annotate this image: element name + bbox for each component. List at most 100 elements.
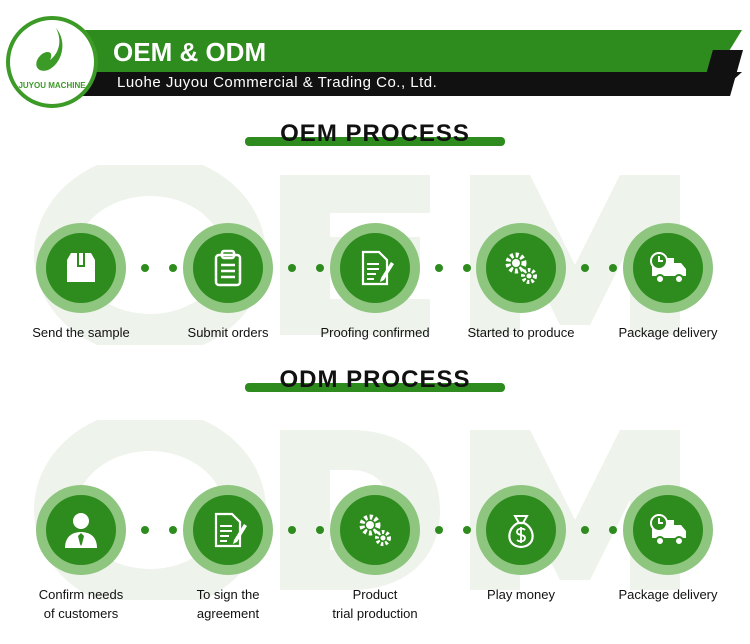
step-circle [633, 495, 703, 565]
dot [141, 264, 149, 272]
step-ring [623, 223, 713, 313]
connector-dots [435, 526, 471, 534]
dot [581, 526, 589, 534]
step-label-line1: Package delivery [618, 325, 718, 340]
dot [609, 526, 617, 534]
dot [435, 526, 443, 534]
box-icon [67, 253, 95, 282]
odm-step: Play money [446, 485, 596, 604]
connector-dots [141, 526, 177, 534]
leaf-icon [36, 28, 63, 71]
step-label-line1: Play money [487, 587, 555, 602]
step-ring [623, 485, 713, 575]
step-label: Confirm needs of customers [6, 585, 156, 623]
step-label: Play money [446, 585, 596, 604]
odm-step: Product trial production [300, 485, 450, 623]
dot [288, 264, 296, 272]
step-ring [36, 223, 126, 313]
dot [463, 526, 471, 534]
step-label-line1: To sign the [196, 587, 260, 602]
title-underline [245, 137, 505, 146]
dot [435, 264, 443, 272]
step-ring [330, 223, 420, 313]
step-label-line1: Package delivery [618, 587, 718, 602]
oem-step: Proofing confirmed [300, 223, 450, 342]
odm-title-text: ODM PROCESS [279, 366, 471, 393]
money-bag-icon [508, 515, 534, 549]
header-green-band [80, 30, 742, 73]
oem-section-title: OEM PROCESS [245, 120, 505, 147]
odm-section-title: ODM PROCESS [245, 366, 505, 393]
step-circle [486, 233, 556, 303]
connector-dots [435, 264, 471, 272]
page-title: OEM & ODM [113, 37, 267, 67]
step-label-line1: Submit orders [187, 325, 269, 340]
connector-dots [288, 526, 324, 534]
connector-dots [141, 264, 177, 272]
step-ring [476, 485, 566, 575]
step-circle [46, 495, 116, 565]
dot [141, 526, 149, 534]
step-circle [46, 233, 116, 303]
step-label: Submit orders [153, 323, 303, 342]
odm-step: To sign the agreement [153, 485, 303, 623]
step-label-line1: Product [352, 587, 398, 602]
step-ring [183, 485, 273, 575]
dot [169, 526, 177, 534]
step-circle [193, 233, 263, 303]
step-label-line1: Send the sample [32, 325, 130, 340]
company-name: Luohe Juyou Commercial & Trading Co., Lt… [117, 74, 438, 91]
step-label-line1: Proofing confirmed [320, 325, 430, 340]
step-label-line2: trial production [332, 606, 418, 621]
dot [609, 264, 617, 272]
step-ring [330, 485, 420, 575]
step-label: Send the sample [6, 323, 156, 342]
step-label: Proofing confirmed [300, 323, 450, 342]
step-ring [36, 485, 126, 575]
step-ring [476, 223, 566, 313]
gears-icon [505, 252, 537, 284]
odm-step: Confirm needs of customers [6, 485, 156, 623]
oem-step: Started to produce [446, 223, 596, 342]
dot [169, 264, 177, 272]
logo-text: JUYOU MACHINE [18, 81, 86, 90]
step-label: To sign the agreement [153, 585, 303, 623]
clipboard-icon [214, 249, 242, 287]
oem-title-text: OEM PROCESS [280, 120, 470, 147]
gears-icon [359, 514, 391, 546]
oem-step: Package delivery [593, 223, 743, 342]
dot [316, 264, 324, 272]
dot [581, 264, 589, 272]
step-label: Package delivery [593, 323, 743, 342]
step-circle [486, 495, 556, 565]
step-label-line1: Started to produce [467, 325, 575, 340]
step-circle [633, 233, 703, 303]
step-circle [340, 495, 410, 565]
delivery-truck-icon [650, 252, 686, 284]
customer-icon [65, 513, 97, 548]
odm-step: Package delivery [593, 485, 743, 604]
document-edit-icon [361, 250, 394, 286]
connector-dots [288, 264, 324, 272]
logo: JUYOU MACHINE [6, 16, 98, 108]
oem-step: Submit orders [153, 223, 303, 342]
document-edit-icon [214, 512, 247, 548]
step-label-line1: Confirm needs [38, 587, 124, 602]
step-circle [340, 233, 410, 303]
step-label: Package delivery [593, 585, 743, 604]
step-label-line2: agreement [196, 606, 260, 621]
step-circle [193, 495, 263, 565]
dot [288, 526, 296, 534]
dot [463, 264, 471, 272]
delivery-truck-icon [650, 514, 686, 546]
connector-dots [581, 264, 617, 272]
title-underline [245, 383, 505, 392]
step-label: Started to produce [446, 323, 596, 342]
oem-step: Send the sample [6, 223, 156, 342]
connector-dots [581, 526, 617, 534]
header-black-band [80, 72, 742, 96]
step-label: Product trial production [300, 585, 450, 623]
step-ring [183, 223, 273, 313]
step-label-line2: of customers [43, 606, 119, 621]
dot [316, 526, 324, 534]
